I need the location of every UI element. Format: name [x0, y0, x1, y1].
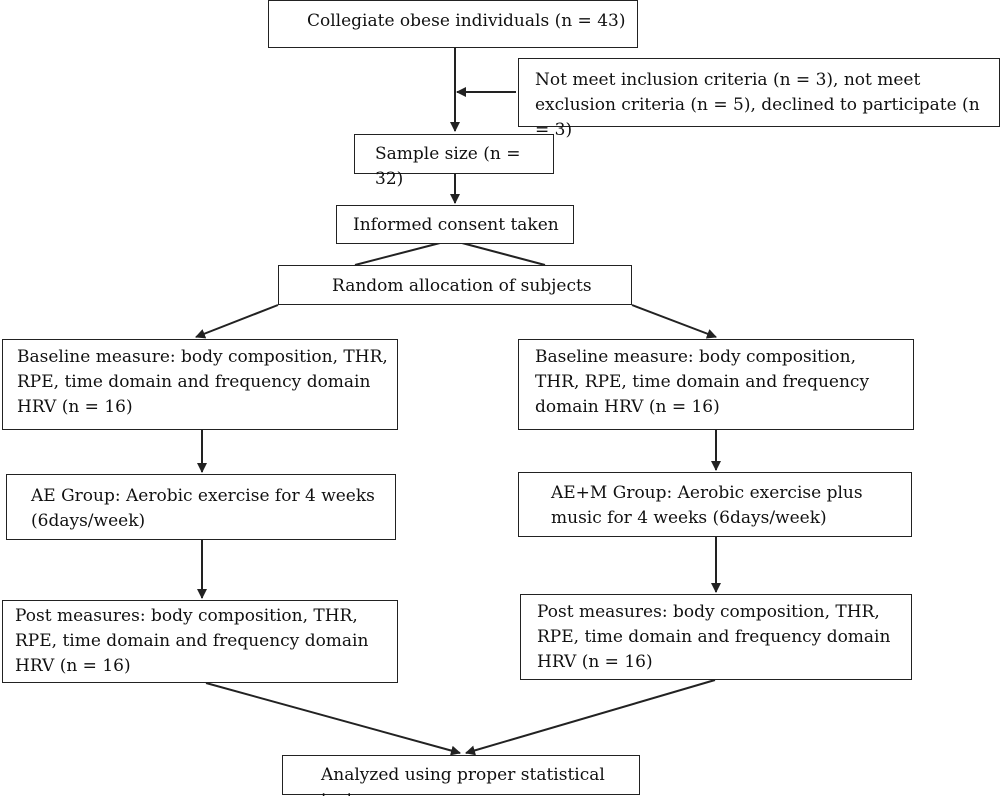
baseline-left-box: Baseline measure: body composition, THR,…	[2, 339, 398, 430]
arrow-random-to-right	[631, 304, 717, 339]
random-allocation-text: Random allocation of subjects	[332, 276, 592, 296]
ae-group-text: AE Group: Aerobic exercise for 4 weeks (…	[31, 486, 375, 531]
aem-group-box: AE+M Group: Aerobic exercise plus music …	[518, 472, 912, 537]
analysis-box: Analyzed using proper statistical test	[282, 755, 640, 796]
start-box: Collegiate obese individuals (n = 43)	[268, 0, 638, 48]
exclusion-box: Not meet inclusion criteria (n = 3), not…	[518, 58, 1000, 140]
post-left-text: Post measures: body composition, THR, RP…	[15, 606, 369, 676]
connector-consent-right	[461, 242, 546, 266]
arrow-post-right-to-analysis	[465, 679, 716, 756]
post-right-text: Post measures: body composition, THR, RP…	[537, 602, 891, 672]
analysis-text: Analyzed using proper statistical test	[321, 765, 605, 796]
post-right-box: Post measures: body composition, THR, RP…	[520, 594, 912, 680]
consent-text: Informed consent taken	[353, 215, 559, 235]
baseline-right-box: Baseline measure: body composition, THR,…	[518, 339, 914, 430]
baseline-right-text: Baseline measure: body composition, THR,…	[535, 347, 870, 417]
sample-size-box: Sample size (n = 32)	[354, 134, 554, 189]
sample-size-text: Sample size (n = 32)	[375, 144, 521, 189]
post-left-box: Post measures: body composition, THR, RP…	[2, 600, 398, 683]
ae-group-box: AE Group: Aerobic exercise for 4 weeks (…	[6, 474, 396, 540]
aem-group-text: AE+M Group: Aerobic exercise plus music …	[551, 483, 863, 528]
arrow-post-left-to-analysis	[205, 682, 461, 756]
start-text: Collegiate obese individuals (n = 43)	[307, 11, 626, 31]
connector-consent-left	[354, 242, 441, 266]
random-allocation-box: Random allocation of subjects	[278, 265, 632, 305]
baseline-left-text: Baseline measure: body composition, THR,…	[17, 347, 388, 417]
consent-box: Informed consent taken	[336, 205, 574, 244]
exclusion-text: Not meet inclusion criteria (n = 3), not…	[535, 70, 980, 140]
arrow-random-to-left	[195, 304, 279, 339]
